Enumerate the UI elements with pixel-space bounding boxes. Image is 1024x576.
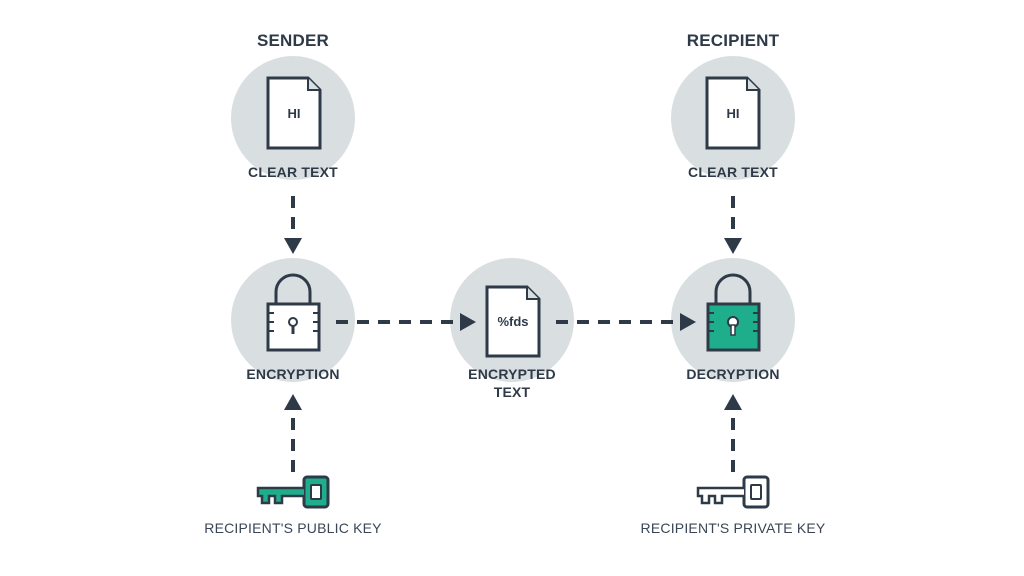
arrowhead-right-middle — [460, 313, 476, 331]
recipient-document-text: HI — [727, 106, 740, 121]
sender-clear-text-label: CLEAR TEXT — [248, 164, 338, 180]
arrowhead-down-left — [284, 238, 302, 254]
public-key-icon — [256, 475, 330, 509]
encrypted-text-label-line2: TEXT — [493, 384, 531, 400]
padlock-locked-icon — [706, 273, 761, 352]
encrypted-text-label-line1: ENCRYPTED — [468, 366, 556, 382]
arrowhead-down-right — [724, 238, 742, 254]
private-key-label: RECIPIENT'S PRIVATE KEY — [640, 520, 826, 536]
sender-document-icon: HI — [266, 76, 322, 150]
decryption-label: DECRYPTION — [686, 366, 780, 382]
arrowhead-up-left — [284, 394, 302, 410]
encrypted-document-text: %fds — [497, 314, 528, 329]
public-key-label: RECIPIENT'S PUBLIC KEY — [204, 520, 382, 536]
padlock-open-icon — [266, 273, 321, 352]
arrowhead-up-right — [724, 394, 742, 410]
recipient-heading: RECIPIENT — [686, 31, 780, 50]
recipient-document-icon: HI — [705, 76, 761, 150]
encrypted-document-icon: %fds — [485, 285, 541, 358]
arrowhead-right-decryption — [680, 313, 696, 331]
encryption-label: ENCRYPTION — [246, 366, 340, 382]
sender-heading: SENDER — [256, 31, 330, 50]
recipient-clear-text-label: CLEAR TEXT — [688, 164, 778, 180]
sender-document-text: HI — [288, 106, 301, 121]
private-key-icon — [696, 475, 770, 509]
